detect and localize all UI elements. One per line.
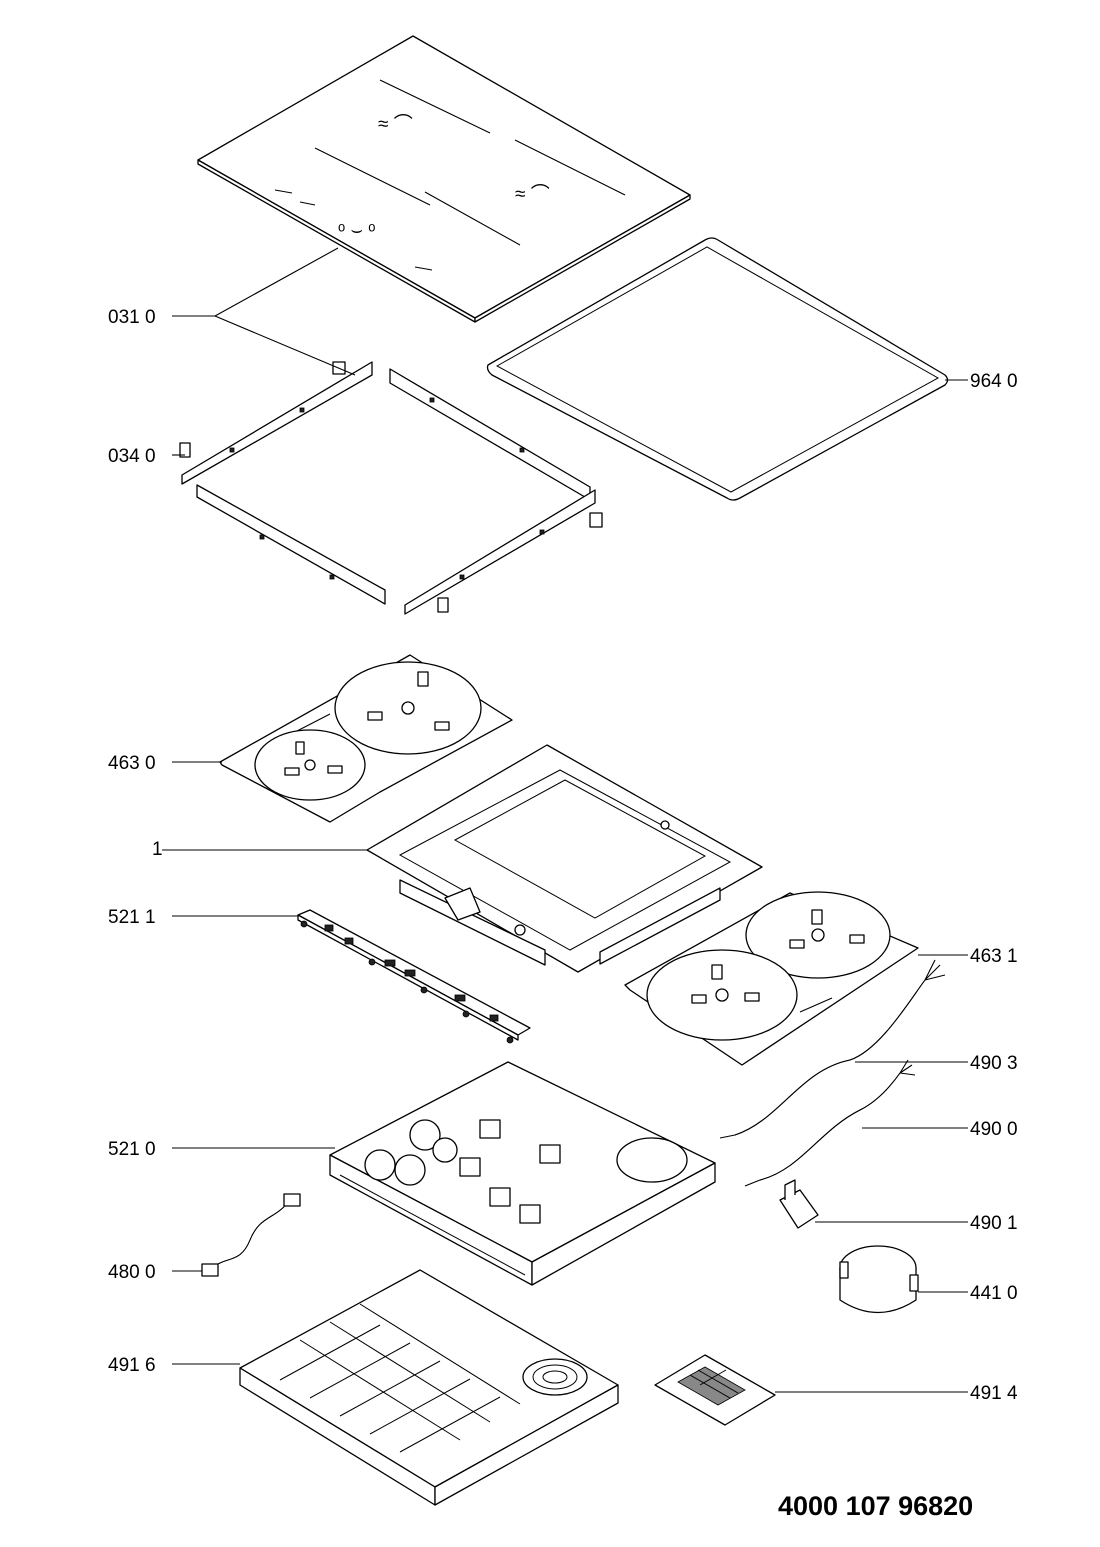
leader-lines — [162, 247, 968, 1393]
document-number: 4000 107 96820 — [778, 1491, 973, 1521]
part-labels: 031 0 964 0 034 0 463 0 1 521 1 463 1 49… — [108, 307, 1018, 1404]
label-463-0: 463 0 — [108, 753, 156, 774]
label-031-0: 031 0 — [108, 307, 156, 328]
control-board-part — [297, 909, 531, 1044]
label-491-4: 491 4 — [970, 1383, 1018, 1404]
label-521-1: 521 1 — [108, 907, 156, 928]
label-964-0: 964 0 — [970, 371, 1018, 392]
label-034-0: 034 0 — [108, 446, 156, 467]
heating-plate-left-part — [219, 654, 513, 823]
label-521-0: 521 0 — [108, 1139, 156, 1160]
label-491-6: 491 6 — [108, 1355, 156, 1376]
power-board-part — [329, 1061, 716, 1286]
label-1: 1 — [152, 839, 163, 860]
label-490-3: 490 3 — [970, 1053, 1018, 1074]
power-cables-part — [719, 959, 946, 1187]
gasket-frame-part — [486, 237, 949, 501]
svg-text:ᵒ ⌣ ᵒ: ᵒ ⌣ ᵒ — [338, 220, 375, 241]
cooling-fan-part — [839, 1245, 919, 1314]
cable-clamp-part — [779, 1179, 819, 1229]
support-tray-part — [366, 744, 763, 973]
label-480-0: 480 0 — [108, 1262, 156, 1283]
svg-text:≈ ⌒: ≈ ⌒ — [378, 113, 413, 135]
bottom-housing-part — [239, 1269, 619, 1506]
svg-text:≈ ⌒: ≈ ⌒ — [515, 183, 550, 205]
heating-plate-right-part — [624, 891, 919, 1066]
label-463-1: 463 1 — [970, 946, 1018, 967]
flat-cable-part — [201, 1193, 301, 1277]
filter-plate-part — [654, 1354, 776, 1426]
label-490-0: 490 0 — [970, 1119, 1018, 1140]
label-441-0: 441 0 — [970, 1283, 1018, 1304]
glass-top-part: ≈ ⌒ ≈ ⌒ ᵒ ⌣ ᵒ — [197, 35, 691, 323]
frame-rails-part — [179, 361, 603, 615]
label-490-1: 490 1 — [970, 1213, 1018, 1234]
